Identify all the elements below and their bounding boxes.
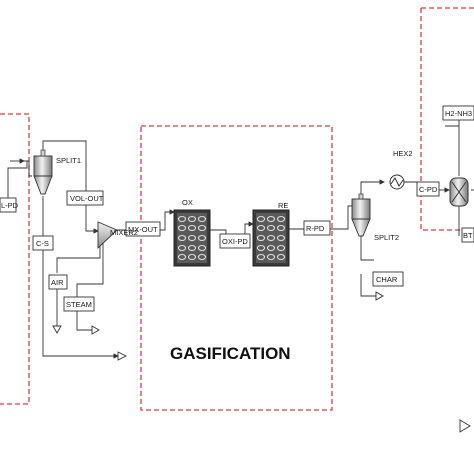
c-pd-label: C-PD bbox=[419, 185, 438, 194]
re-reactor bbox=[252, 209, 290, 267]
vol-out-box bbox=[66, 190, 104, 206]
r-pd-box bbox=[303, 220, 331, 236]
split2-cyclone bbox=[351, 193, 371, 237]
air-box bbox=[48, 274, 68, 290]
mx-out-box bbox=[125, 221, 161, 237]
bt-label: BT bbox=[463, 231, 473, 240]
mx-out-label: MX-OUT bbox=[128, 225, 158, 234]
split1-label: SPLIT1 bbox=[56, 156, 81, 165]
char-box bbox=[372, 271, 404, 287]
right-boundary bbox=[420, 7, 474, 231]
hex2-heat-exchanger bbox=[389, 174, 405, 190]
split2-label: SPLIT2 bbox=[374, 233, 399, 242]
section-title: GASIFICATION bbox=[170, 344, 291, 363]
mixer2-symbol bbox=[97, 221, 118, 250]
l-pd-label: L-PD bbox=[1, 201, 19, 210]
c-s-box bbox=[32, 235, 54, 251]
steam-box bbox=[63, 296, 95, 312]
mixer2-label: MIXER2 bbox=[110, 228, 138, 237]
oxi-pd-box bbox=[219, 233, 251, 249]
stream-lines bbox=[7, 110, 474, 433]
h2-nh3-label: H2-NH3 bbox=[445, 109, 472, 118]
left-boundary bbox=[0, 113, 30, 405]
terminal-arrows bbox=[52, 291, 384, 361]
steam-label: STEAM bbox=[66, 300, 92, 309]
hex2-label: HEX2 bbox=[393, 149, 413, 158]
l-pd-box bbox=[0, 197, 17, 213]
h2-nh3-box bbox=[442, 105, 474, 121]
gasification-boundary bbox=[140, 125, 333, 411]
r-pd-label: R-PD bbox=[306, 224, 325, 233]
re-label: RE bbox=[278, 201, 288, 210]
split1-cyclone bbox=[33, 149, 53, 195]
oxi-pd-label: OXI-PD bbox=[222, 237, 248, 246]
c-s-label: C-S bbox=[36, 239, 49, 248]
right-reactor-vessel bbox=[449, 177, 469, 207]
bt-box bbox=[461, 227, 474, 243]
air-label: AIR bbox=[51, 278, 64, 287]
ox-label: OX bbox=[182, 198, 193, 207]
char-label: CHAR bbox=[376, 275, 398, 284]
ox-reactor bbox=[173, 209, 211, 267]
vol-out-label: VOL-OUT bbox=[70, 194, 104, 203]
c-pd-box bbox=[416, 181, 440, 197]
